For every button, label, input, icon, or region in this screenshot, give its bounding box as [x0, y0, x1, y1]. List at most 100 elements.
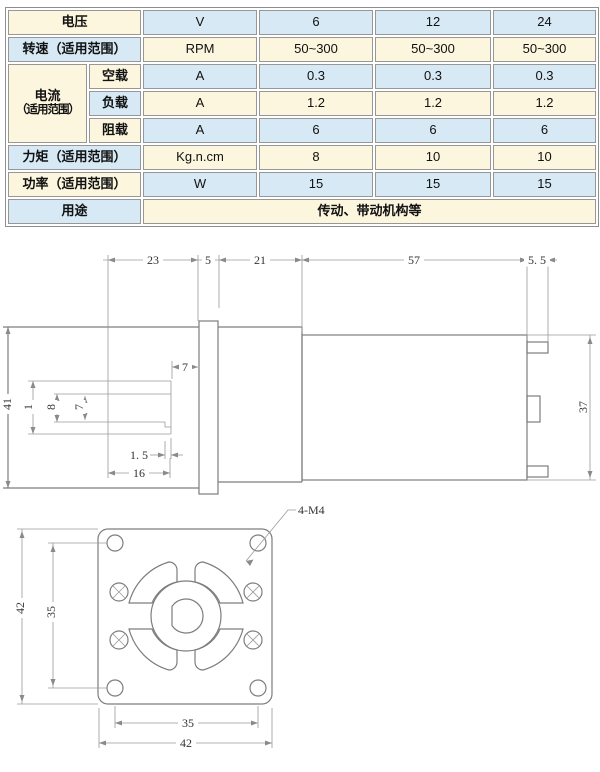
- dim-label-1: 1: [21, 400, 35, 414]
- current-noload-unit: A: [143, 64, 258, 89]
- current-stall-value-2: 6: [375, 118, 492, 143]
- voltage-unit: V: [143, 10, 258, 35]
- power-label: 功率（适用范围）: [8, 172, 142, 197]
- svg-text:7: 7: [182, 360, 188, 374]
- dim-label-23: 23: [143, 253, 163, 267]
- torque-value-1: 8: [259, 145, 374, 170]
- center-boss-circle: [150, 580, 222, 652]
- dim-label-41: 41: [0, 394, 14, 414]
- current-load-label: 负载: [89, 91, 142, 116]
- svg-text:35: 35: [44, 606, 58, 618]
- speed-unit: RPM: [143, 37, 258, 62]
- svg-text:5: 5: [205, 253, 211, 267]
- dim-label-1-5: 1. 5: [130, 448, 148, 462]
- application-value: 传动、带动机构等: [143, 199, 597, 224]
- thread-callout-4-M4: 4-M4: [298, 503, 325, 517]
- table-row: 阻载 A 6 6 6: [8, 118, 597, 143]
- dim-label-8: 8: [44, 400, 58, 414]
- side-view-arrowheads: [5, 257, 593, 488]
- svg-text:7: 7: [72, 404, 86, 410]
- svg-text:21: 21: [254, 253, 266, 267]
- svg-text:1. 5: 1. 5: [130, 448, 148, 462]
- svg-text:42: 42: [13, 602, 27, 614]
- svg-text:35: 35: [182, 716, 194, 730]
- dim-label-42-bottom: 42: [176, 736, 196, 750]
- current-load-value-3: 1.2: [493, 91, 597, 116]
- speed-value-3: 50~300: [493, 37, 597, 62]
- speed-value-2: 50~300: [375, 37, 492, 62]
- motor-body-outline: [301, 334, 528, 481]
- current-stall-value-3: 6: [493, 118, 597, 143]
- svg-text:1: 1: [21, 404, 35, 410]
- power-value-1: 15: [259, 172, 374, 197]
- current-noload-value-1: 0.3: [259, 64, 374, 89]
- front-view-dimension-lines: [17, 509, 296, 748]
- table-row: 转速（适用范围） RPM 50~300 50~300 50~300: [8, 37, 597, 62]
- current-noload-label: 空载: [89, 64, 142, 89]
- voltage-value-6v: 6: [259, 10, 374, 35]
- flange-plate-outline: [97, 528, 273, 705]
- flange-outline: [198, 320, 219, 495]
- current-label: 电流 （适用范围）: [8, 64, 87, 143]
- dim-label-42-left: 42: [13, 598, 27, 618]
- dim-label-37: 37: [576, 397, 590, 417]
- svg-text:57: 57: [408, 253, 420, 267]
- svg-text:41: 41: [0, 398, 14, 410]
- svg-text:23: 23: [147, 253, 159, 267]
- voltage-value-12v: 12: [375, 10, 492, 35]
- dim-label-5-5: 5. 5: [524, 253, 550, 267]
- current-stall-unit: A: [143, 118, 258, 143]
- current-stall-value-1: 6: [259, 118, 374, 143]
- power-value-3: 15: [493, 172, 597, 197]
- dim-label-35-bottom: 35: [178, 716, 198, 730]
- current-load-value-2: 1.2: [375, 91, 492, 116]
- svg-text:4-M4: 4-M4: [298, 503, 325, 517]
- dim-label-7-vertical: 7: [72, 400, 86, 414]
- assembly-screws: [109, 582, 263, 650]
- current-noload-value-3: 0.3: [493, 64, 597, 89]
- front-view-arrowheads: [19, 531, 272, 746]
- table-row: 用途 传动、带动机构等: [8, 199, 597, 224]
- torque-value-2: 10: [375, 145, 492, 170]
- svg-text:8: 8: [44, 404, 58, 410]
- screw-cross-slots: [112, 585, 260, 647]
- power-value-2: 15: [375, 172, 492, 197]
- dim-label-21: 21: [250, 253, 270, 267]
- corner-mounting-holes: [106, 534, 267, 697]
- dim-label-5: 5: [202, 253, 215, 267]
- terminal-tabs: [526, 341, 549, 478]
- svg-text:5. 5: 5. 5: [528, 253, 546, 267]
- gear-wing-cutouts: [128, 561, 244, 671]
- dim-label-57: 57: [404, 253, 424, 267]
- bore-detail-lines: [28, 380, 172, 435]
- table-row: 功率（适用范围） W 15 15 15: [8, 172, 597, 197]
- front-view-drawing: 42 35 35 42 4-M4: [13, 503, 325, 750]
- speed-label: 转速（适用范围）: [8, 37, 142, 62]
- table-row: 负载 A 1.2 1.2 1.2: [8, 91, 597, 116]
- current-noload-value-2: 0.3: [375, 64, 492, 89]
- dim-label-16: 16: [129, 466, 149, 480]
- side-view-dimension-lines: [32, 255, 596, 481]
- svg-text:42: 42: [180, 736, 192, 750]
- voltage-label: 电压: [8, 10, 142, 35]
- technical-drawings: 23 5 21 57 5. 5 41 1 8: [0, 253, 596, 750]
- gear-section-outline: [218, 326, 303, 483]
- voltage-value-24v: 24: [493, 10, 597, 35]
- dim-label-35-left: 35: [44, 602, 58, 622]
- svg-text:37: 37: [576, 401, 590, 413]
- torque-label: 力矩（适用范围）: [8, 145, 142, 170]
- current-load-unit: A: [143, 91, 258, 116]
- power-unit: W: [143, 172, 258, 197]
- svg-text:16: 16: [133, 466, 145, 480]
- spec-table: 电压 V 6 12 24 转速（适用范围） RPM 50~300 50~300 …: [5, 7, 600, 227]
- torque-value-3: 10: [493, 145, 597, 170]
- current-load-value-1: 1.2: [259, 91, 374, 116]
- table-row: 电压 V 6 12 24: [8, 10, 597, 35]
- table-row: 力矩（适用范围） Kg.n.cm 8 10 10: [8, 145, 597, 170]
- shaft-hole-d-cut: [171, 598, 204, 634]
- speed-value-1: 50~300: [259, 37, 374, 62]
- side-view-drawing: 23 5 21 57 5. 5 41 1 8: [0, 253, 596, 495]
- dim-label-7-horizontal: 7: [179, 360, 192, 374]
- torque-unit: Kg.n.cm: [143, 145, 258, 170]
